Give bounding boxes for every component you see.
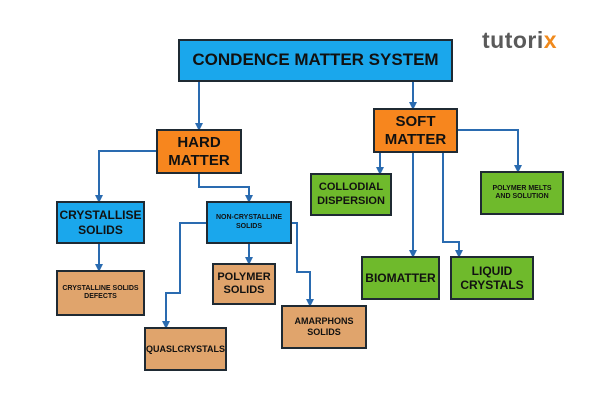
node-non-crystalline-solids: NON-CRYSTALLINE SOLIDS [206,201,292,244]
node-biomatter: BIOMATTER [361,256,440,300]
node-condensed-matter-system: CONDENCE MATTER SYSTEM [178,39,453,82]
node-amorphous-solids: AMARPHONS SOLIDS [281,305,367,349]
node-crystalline-solids-defects: CRYSTALLINE SOLIDS DEFECTS [56,270,145,316]
logo-x-mark: x [543,27,558,53]
connector-hard-to-crystalline [95,150,156,203]
connector-noncrystalline-to-amorphous [292,222,314,307]
logo-text: tutori [482,27,544,53]
node-soft-matter: SOFT MATTER [373,108,458,153]
node-colloidal-dispersion: COLLODIAL DISPERSION [310,173,392,216]
node-hard-matter: HARD MATTER [156,129,242,174]
node-polymer-melts-and-solution: POLYMER MELTS AND SOLUTION [480,171,564,215]
connector-noncrystalline-to-quasicrystals [162,222,206,329]
node-quasicrystals: QUASLCRYSTALS [144,327,227,371]
connector-hard-to-noncrystalline [198,174,253,203]
node-liquid-crystals: LIQUID CRYSTALS [450,256,534,300]
node-polymer-solids: POLYMER SOLIDS [212,263,276,305]
node-crystalline-solids: CRYSTALLISE SOLIDS [56,201,145,244]
connector-soft-to-polymer-melts [458,129,522,173]
connector-soft-to-liquid [442,153,463,258]
